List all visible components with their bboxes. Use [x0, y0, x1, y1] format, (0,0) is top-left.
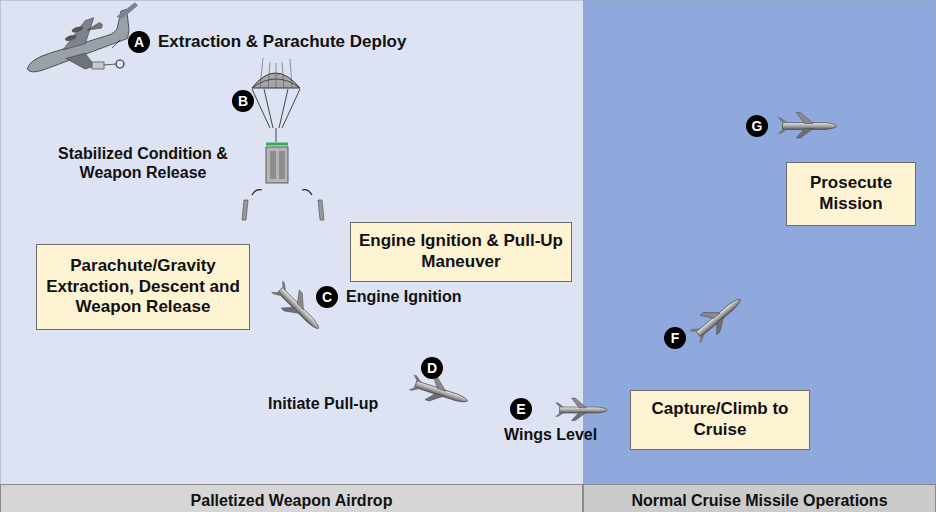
callout-letter: D	[421, 357, 443, 379]
section-band: Normal Cruise Missile Operations	[583, 484, 936, 512]
callout-letter: A	[128, 31, 150, 53]
phase-box: Parachute/Gravity Extraction, Descent an…	[36, 244, 250, 330]
box-text: Parachute/Gravity Extraction, Descent an…	[45, 256, 241, 318]
box-text: Prosecute Mission	[795, 173, 907, 214]
callout-letter: B	[232, 90, 254, 112]
phase-box: Prosecute Mission	[786, 162, 916, 226]
box-text: Normal Cruise Missile Operations	[631, 491, 887, 511]
box-text: Capture/Climb to Cruise	[639, 399, 801, 440]
step-label: Initiate Pull-up	[268, 394, 378, 413]
step-label: Stabilized Condition & Weapon Release	[36, 144, 250, 182]
callout-letter: E	[510, 398, 532, 420]
callout-letter: F	[664, 327, 686, 349]
phase-box: Capture/Climb to Cruise	[630, 390, 810, 450]
box-text: Palletized Weapon Airdrop	[191, 491, 393, 511]
step-label: Engine Ignition	[346, 287, 462, 306]
section-band: Palletized Weapon Airdrop	[0, 484, 583, 512]
phase-box: Engine Ignition & Pull-Up Maneuver	[350, 222, 572, 282]
callout-letter: C	[316, 286, 338, 308]
box-text: Engine Ignition & Pull-Up Maneuver	[359, 231, 563, 272]
step-label: Wings Level	[504, 425, 597, 444]
callout-letter: G	[746, 115, 768, 137]
step-label: Extraction & Parachute Deploy	[158, 32, 406, 52]
